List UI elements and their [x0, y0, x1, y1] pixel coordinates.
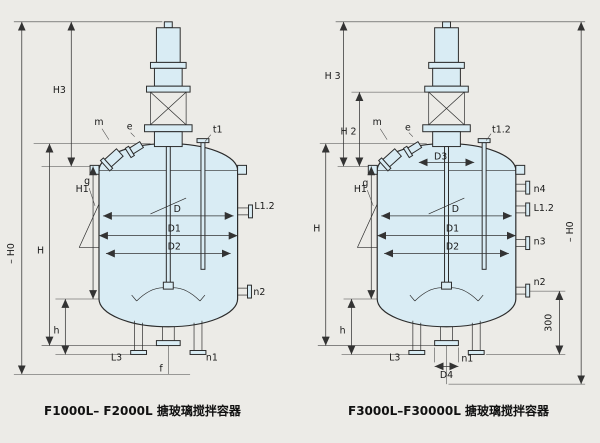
label-n2-left: n2: [253, 287, 265, 298]
label-n1-left: n1: [206, 352, 218, 363]
vessel-drawing-left: – H0 H H3 H1 h D D1 D2 m e g t1 L1.2 n2 …: [6, 21, 275, 375]
label-e-right: e: [405, 123, 411, 134]
label-h1-left: H1: [76, 184, 89, 195]
drive-lantern-left: [150, 91, 187, 126]
label-g-right: g: [362, 178, 368, 189]
nozzle-m-right: [377, 148, 403, 172]
label-f-left: f: [159, 363, 163, 374]
leader-lines-left: [88, 128, 212, 207]
vessel-drawing-right: – H0 H H 3 H 2 H1 h D D1 D2 D3 D4 m e g …: [313, 21, 586, 385]
bottom-outlet-left: [155, 326, 181, 375]
caption-left: F1000L– F2000L 搪玻璃搅拌容器: [44, 404, 241, 418]
dip-tube-left: [196, 138, 210, 270]
label-d-right: D: [452, 204, 459, 215]
label-h-small-left: h: [53, 326, 59, 337]
side-nozzles-right: [515, 180, 531, 298]
vessel-figure-left: – H0 H H3 H1 h D D1 D2 m e g t1 L1.2 n2 …: [0, 4, 300, 419]
dimension-lines-right: [321, 21, 586, 385]
label-n4-right: n4: [534, 184, 546, 195]
label-d3-right: D3: [434, 151, 447, 162]
side-nozzles-left: [237, 204, 253, 299]
label-l3-left: L3: [111, 352, 122, 363]
label-e-left: e: [127, 122, 133, 133]
drive-assembly-left: [144, 21, 193, 148]
leader-lines-right: [367, 128, 492, 207]
label-l3-right: L3: [389, 352, 400, 363]
label-h3-right: H 3: [325, 71, 341, 82]
drive-lantern-right: [428, 91, 465, 126]
nozzle-m-left: [99, 148, 124, 172]
label-h-left: H: [37, 245, 44, 256]
dimension-labels-right: – H0 H H 3 H 2 H1 h D D1 D2 D3 D4 m e g …: [313, 71, 576, 381]
label-h-small-right: h: [340, 326, 346, 337]
label-d2-left: D2: [168, 242, 181, 253]
label-l12-right: L1.2: [534, 203, 554, 214]
nozzle-e-right: [402, 140, 423, 159]
label-300-right: 300: [543, 314, 554, 332]
dimension-lines-left: [17, 21, 238, 375]
dip-tube-right: [477, 138, 491, 270]
label-d2-right: D2: [446, 242, 459, 253]
label-n3-right: n3: [534, 237, 546, 248]
label-d4-right: D4: [440, 370, 453, 381]
label-n1-right: n1: [461, 353, 473, 364]
vessel-figure-right: – H0 H H 3 H 2 H1 h D D1 D2 D3 D4 m e g …: [300, 4, 600, 419]
support-bracket-right: [357, 203, 378, 248]
label-h0-left: – H0: [6, 243, 17, 264]
label-t12-right: t1.2: [492, 125, 511, 136]
support-legs-left: [130, 320, 207, 355]
label-h-right: H: [313, 224, 320, 235]
label-d1-left: D1: [168, 224, 181, 235]
label-h1-right: H1: [354, 184, 367, 195]
label-h0-right: – H0: [565, 221, 576, 242]
label-n2-right: n2: [534, 277, 546, 288]
drive-assembly-right: [422, 21, 471, 148]
support-bracket-left: [78, 203, 100, 248]
label-d1-right: D1: [446, 224, 459, 235]
support-legs-right: [408, 320, 485, 355]
label-d-left: D: [174, 204, 181, 215]
label-m-left: m: [94, 117, 103, 128]
label-l12-left: L1.2: [254, 201, 274, 212]
dimension-labels-left: – H0 H H3 H1 h D D1 D2 m e g t1 L1.2 n2 …: [6, 85, 275, 374]
caption-right: F3000L–F30000L 搪玻璃搅拌容器: [348, 404, 550, 418]
nozzle-e-left: [124, 140, 145, 159]
label-m-right: m: [373, 117, 382, 128]
label-g-left: g: [84, 176, 90, 187]
label-h3-left: H3: [53, 85, 66, 96]
label-h2-right: H 2: [340, 127, 356, 138]
label-t1-left: t1: [213, 125, 223, 136]
drawing-sheet: – H0 H H3 H1 h D D1 D2 m e g t1 L1.2 n2 …: [0, 4, 600, 419]
